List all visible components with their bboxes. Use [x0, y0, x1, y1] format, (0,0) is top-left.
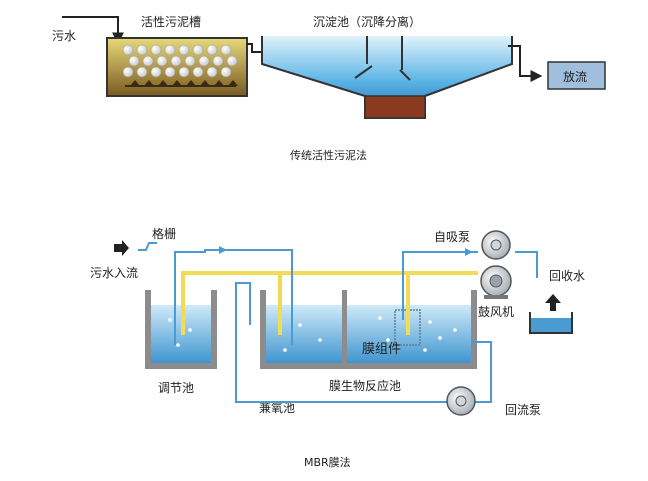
aeration-bubble: [178, 66, 190, 78]
air-bubble: [298, 323, 302, 327]
suction-pump-hub: [490, 239, 502, 251]
suction-pump-label: 自吸泵: [434, 230, 470, 244]
anoxic-label: 兼氧池: [259, 401, 295, 415]
aeration-bubble: [220, 66, 232, 78]
aeration-bubble: [170, 55, 182, 67]
aeration-bubble: [150, 66, 162, 78]
aeration-bubble: [136, 44, 148, 56]
aeration-bubble: [220, 44, 232, 56]
inflow-arrow-icon: [114, 240, 129, 256]
diffuser: [228, 80, 238, 86]
outflow-pipe: [508, 45, 543, 82]
reuse-basin-water: [530, 318, 572, 332]
blower-label: 鼓风机: [478, 305, 514, 319]
discharge-label: 放流: [563, 69, 587, 84]
return-pipe: [471, 341, 492, 403]
regulating-tank-wall-left: [145, 290, 151, 365]
aeration-bubble: [122, 66, 134, 78]
aeration-bubbles: [122, 44, 238, 86]
deflector-2: [399, 69, 411, 81]
reuse-label: 回收水: [549, 269, 585, 283]
air-bubble: [176, 343, 180, 347]
transfer-pipe-blue: [174, 249, 230, 345]
regulating-tank-label: 调节池: [158, 381, 194, 395]
air-bubble: [168, 318, 172, 322]
mbr-inflow-label: 污水入流: [90, 266, 138, 280]
inflow-pipe: [62, 16, 124, 45]
tank-label: 活性污泥槽: [141, 15, 201, 29]
diffuser: [130, 80, 140, 86]
module-label: 膜组件: [362, 342, 401, 357]
aeration-bubble: [226, 55, 238, 67]
reuse-basin: [529, 312, 573, 334]
aeration-bubble: [128, 55, 140, 67]
aeration-bubble: [156, 55, 168, 67]
air-bubble: [386, 338, 390, 342]
air-bubble: [423, 348, 427, 352]
reactor-divider: [342, 290, 347, 365]
aeration-bubble: [164, 66, 176, 78]
deflector: [354, 65, 373, 79]
aeration-bubble: [184, 55, 196, 67]
aeration-bubble: [206, 66, 218, 78]
flow-arrow-icon: [219, 246, 227, 254]
permeate-arrow-icon: [465, 248, 473, 256]
sludge-hopper: [364, 95, 426, 119]
grille-icon: [138, 242, 157, 251]
aeration-bubble: [142, 55, 154, 67]
air-pipe: [181, 271, 478, 335]
aeration-bubble: [206, 44, 218, 56]
air-bubble: [428, 320, 432, 324]
aeration-bubble: [136, 66, 148, 78]
diffuser: [158, 80, 168, 86]
reactor-wall-left: [260, 290, 266, 365]
aeration-bubble: [192, 44, 204, 56]
inflow-label: 污水: [52, 29, 76, 43]
regulating-tank-floor: [145, 363, 217, 369]
air-bubble: [318, 338, 322, 342]
aeration-bubble: [192, 66, 204, 78]
discharge-box: [547, 61, 606, 90]
aeration-bubble: [178, 44, 190, 56]
caption-traditional: 传统活性污泥法: [290, 148, 367, 162]
air-bubble: [188, 328, 192, 332]
diffuser: [214, 80, 224, 86]
diffuser: [172, 80, 182, 86]
traditional-process: 污水 活性污泥槽 沉淀池（沉降分离） 放流 传统活性污泥法: [52, 14, 606, 162]
air-bubble: [438, 336, 442, 340]
diffuser: [200, 80, 210, 86]
return-pipe-2: [235, 282, 447, 403]
permeate-pipe: [402, 251, 478, 320]
transfer-pipe-blue-2: [230, 249, 293, 345]
settler-label: 沉淀池（沉降分离）: [313, 14, 421, 29]
blower-hub: [489, 274, 503, 288]
aeration-bubble: [212, 55, 224, 67]
aeration-bubble: [198, 55, 210, 67]
aeration-bubble: [122, 44, 134, 56]
reuse-pipe: [515, 251, 538, 278]
reactor-wall-right: [471, 290, 477, 365]
air-bubble: [453, 328, 457, 332]
blower-base: [484, 295, 508, 299]
grille-label: 格栅: [152, 226, 176, 241]
regulating-tank-wall-right: [211, 290, 217, 365]
mbr-process: 污水入流 格栅 调节池 膜组件 膜生物反应池 兼氧池: [90, 226, 585, 469]
reactor-floor: [260, 363, 477, 369]
up-arrow-icon: [545, 294, 561, 311]
diffuser: [144, 80, 154, 86]
aeration-bubble: [164, 44, 176, 56]
reactor-water: [266, 305, 471, 363]
return-pump-label: 回流泵: [505, 403, 541, 417]
return-pump-hub: [455, 395, 467, 407]
diffuser: [186, 80, 196, 86]
mbr-bubbles: [168, 316, 457, 352]
caption-mbr: MBR膜法: [304, 455, 351, 469]
aeration-bubble: [150, 44, 162, 56]
air-bubble: [283, 348, 287, 352]
reactor-label: 膜生物反应池: [329, 378, 401, 393]
air-bubble: [378, 316, 382, 320]
